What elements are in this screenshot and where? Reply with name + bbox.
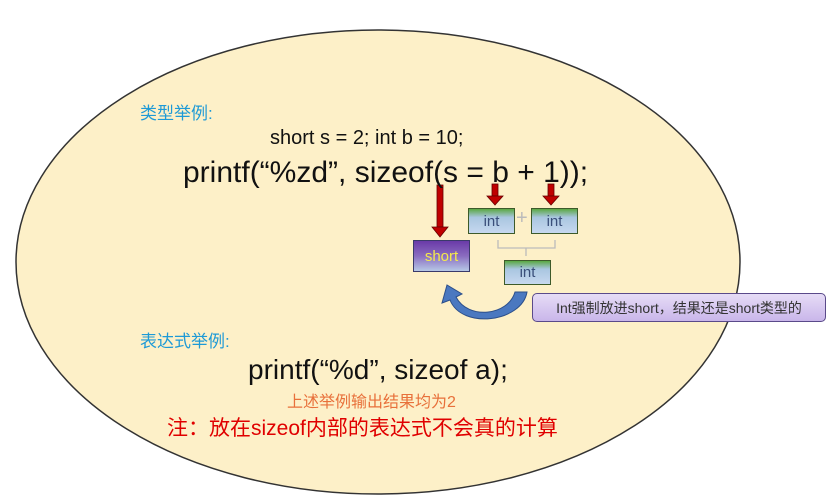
curved-arrow [441,284,528,320]
short-type-box: short [413,240,470,272]
int-type-box-left: int [468,208,515,234]
background-ellipse [15,29,741,495]
callout-box: Int强制放进short，结果还是short类型的 [532,293,826,322]
arrow-to-int-right [542,183,560,206]
int-result-box: int [504,260,551,285]
int-type-box-right: int [531,208,578,234]
code-line-printf-sizeof: printf(“%zd”, sizeof(s = b + 1)); [183,156,589,189]
plus-sign: + [516,207,528,229]
code-line-printf-sizeof-a: printf(“%d”, sizeof a); [248,354,508,385]
arrow-to-int-left [486,183,504,206]
code-line-declaration: short s = 2; int b = 10; [270,127,464,149]
warning-note: 注：放在sizeof内部的表达式不会真的计算 [167,417,558,440]
section2-label: 表达式举例: [140,332,230,351]
section1-label: 类型举例: [140,104,213,123]
arrow-to-short [431,184,449,238]
result-note: 上述举例输出结果均为2 [287,394,456,411]
brace [497,240,556,256]
